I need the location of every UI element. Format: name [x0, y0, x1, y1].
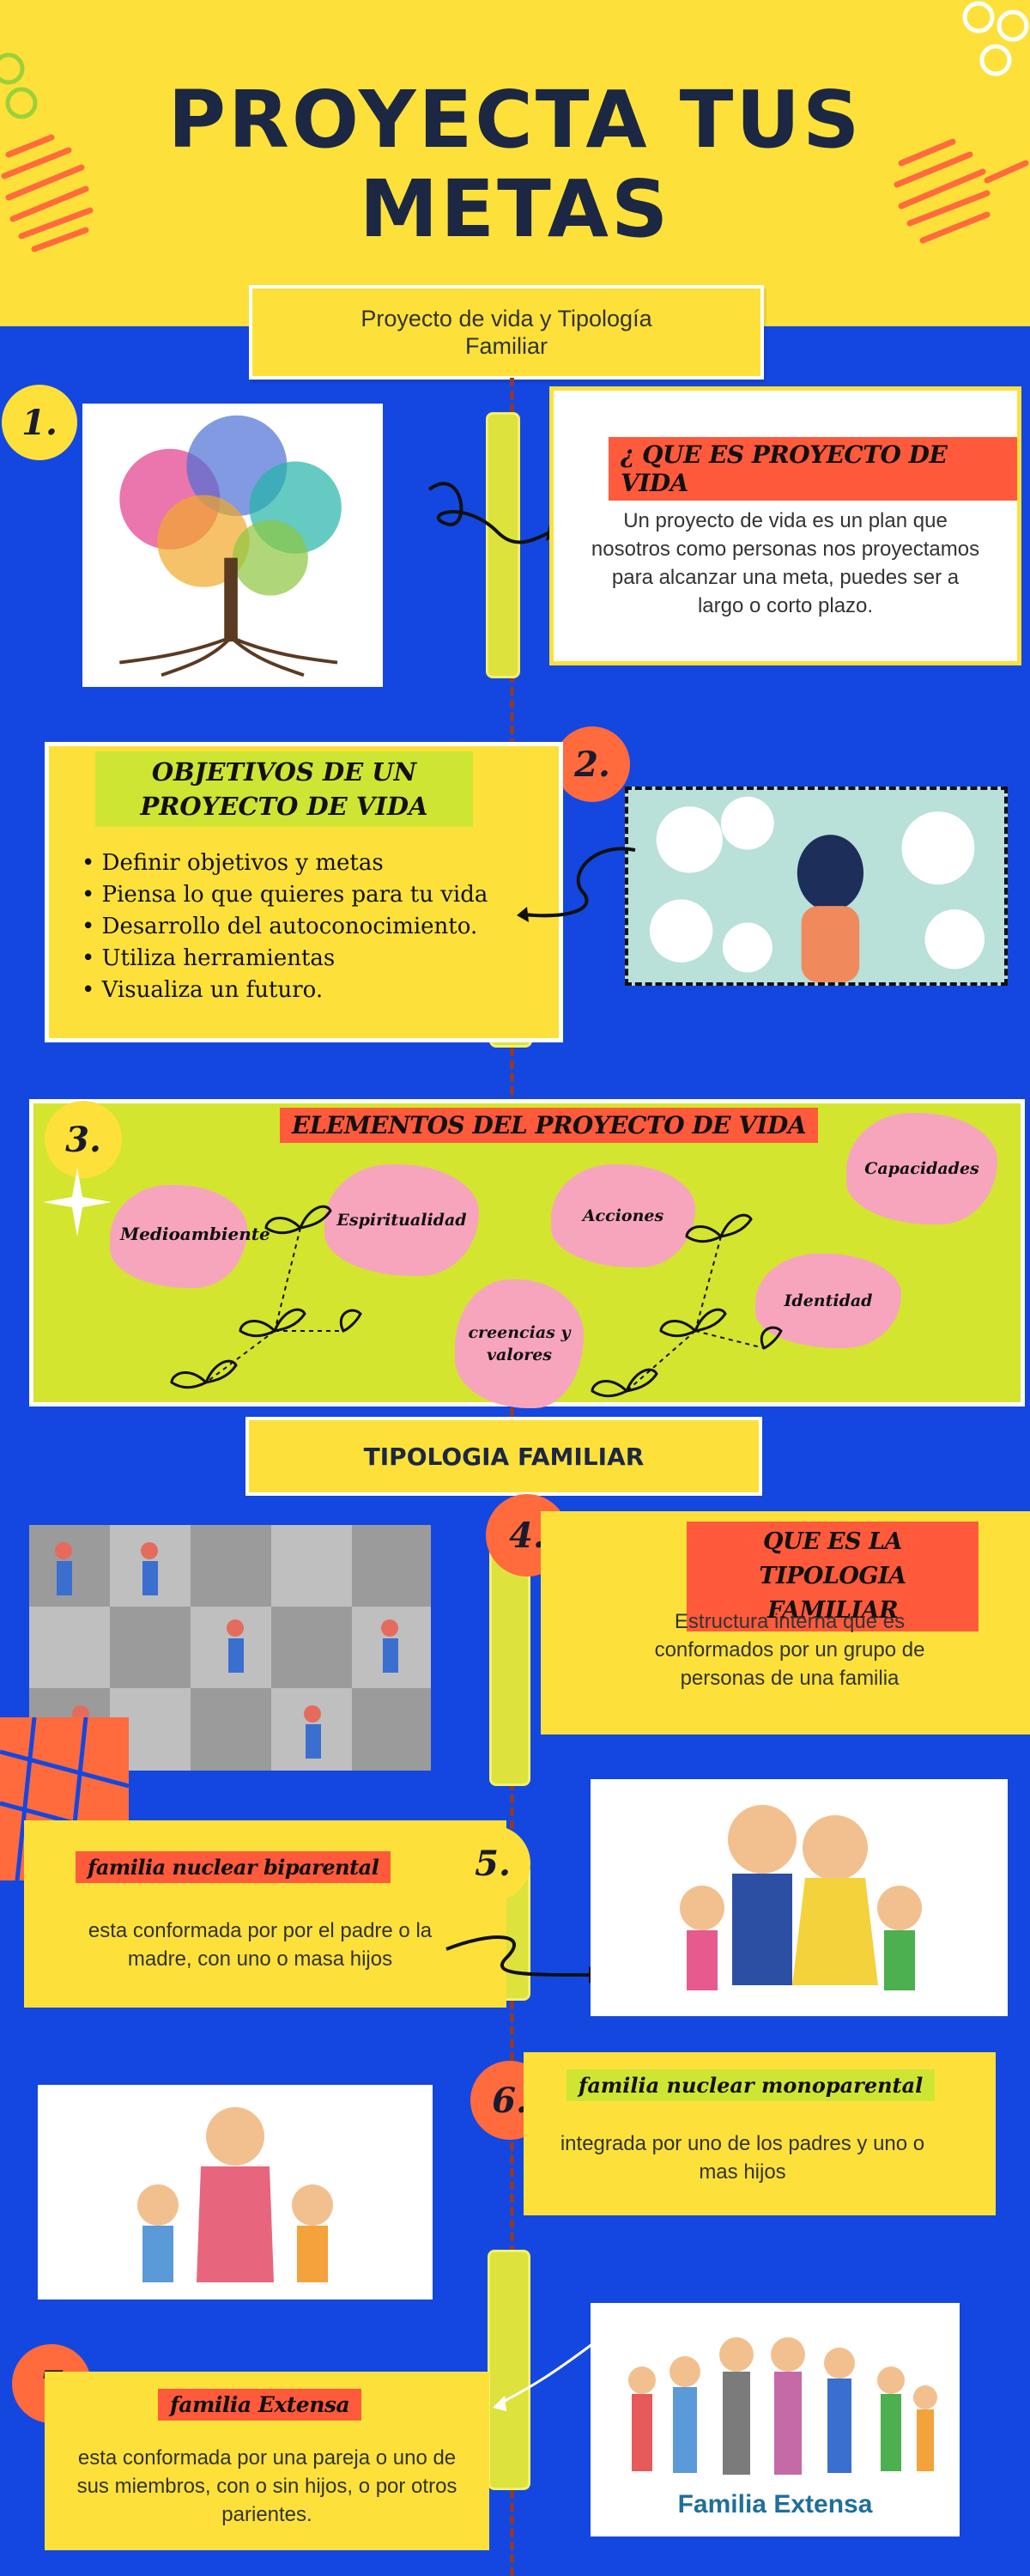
decorative-circles-left-icon	[0, 52, 38, 119]
section-5-body: esta conformada por por el padre o la ma…	[88, 1919, 433, 1971]
section-2-card: OBJETIVOS DE UN PROYECTO DE VIDA Definir…	[45, 742, 563, 1042]
list-item: Visualiza un futuro.	[82, 975, 488, 1006]
element-espiritualidad: Espiritualidad	[324, 1164, 479, 1276]
section-5-title: familia nuclear biparental	[76, 1851, 391, 1883]
biparental-family-image	[591, 1779, 1008, 2016]
section-6-title: familia nuclear monoparental	[566, 2069, 936, 2101]
curl-arrow-2-icon	[517, 847, 636, 922]
section-7-card: familia Extensa esta conformada por una …	[45, 2372, 489, 2550]
section-4-title: QUE ES LA TIPOLOGIA FAMILIAR	[687, 1522, 978, 1631]
leaf-network-icon	[170, 1205, 783, 1398]
curl-arrow-7-icon	[493, 2342, 593, 2411]
section-2-title: OBJETIVOS DE UN PROYECTO DE VIDA	[95, 751, 473, 827]
woman-thinking-image	[625, 787, 1008, 986]
header-band	[0, 0, 1030, 326]
section-7-body: esta conformada por una pareja o uno de …	[76, 2446, 457, 2526]
section-6-body: integrada por uno de los padres y uno o …	[560, 2132, 925, 2184]
decorative-scribble-left-icon	[1, 134, 94, 252]
sparkle-icon	[43, 1168, 112, 1236]
subtitle-box: Proyecto de vida y Tipología Familiar	[249, 285, 764, 380]
section-1-body: Un proyecto de vida es un plan que nosot…	[591, 509, 980, 617]
page-title: PROYECTA TUS METAS	[167, 74, 863, 255]
section-2-list: Definir objetivos y metas Piensa lo que …	[82, 848, 488, 1006]
extended-family-image: Familia Extensa	[591, 2303, 960, 2537]
extended-family-caption: Familia Extensa	[677, 2490, 873, 2518]
section-5-number: 5.	[455, 1826, 530, 1901]
list-item: Definir objetivos y metas	[82, 848, 488, 879]
tipologia-heading: TIPOLOGIA FAMILIAR	[245, 1417, 762, 1496]
section-1-number: 1.	[2, 385, 77, 460]
section-3-title: ELEMENTOS DEL PROYECTO DE VIDA	[280, 1108, 819, 1143]
section-1-card: ¿ QUE ES PROYECTO DE VIDA Un proyecto de…	[549, 386, 1021, 665]
list-item: Piensa lo que quieres para tu vida	[82, 879, 488, 911]
section-6-card: familia nuclear monoparental integrada p…	[524, 2052, 996, 2215]
section-5-card: familia nuclear biparental esta conforma…	[24, 1820, 506, 2008]
section-4-body: Estructura interna que es conformados po…	[654, 1610, 925, 1690]
element-medioambiente: Medioambiente	[120, 1224, 270, 1244]
section-7-title: familia Extensa	[158, 2389, 362, 2421]
monoparental-family-image	[38, 2085, 433, 2300]
timeline-bar-6	[488, 2250, 530, 2490]
element-identidad: Identidad	[755, 1254, 901, 1348]
curl-arrow-5-icon	[445, 1935, 601, 1984]
element-creencias: creencias y valores	[455, 1279, 584, 1408]
subtitle: Proyecto de vida y Tipología Familiar	[360, 306, 652, 359]
element-blob	[110, 1185, 247, 1288]
section-4-card: QUE ES LA TIPOLOGIA FAMILIAR Estructura …	[541, 1511, 1030, 1735]
tree-image	[82, 404, 383, 687]
list-item: Utiliza herramientas	[82, 943, 488, 975]
decorative-circles-icon	[962, 1, 1029, 76]
element-capacidades: Capacidades	[846, 1113, 997, 1224]
list-item: Desarrollo del autoconocimiento.	[82, 911, 488, 943]
timeline-bar-1	[486, 412, 520, 678]
section-1-title: ¿ QUE ES PROYECTO DE VIDA	[609, 437, 1017, 501]
element-acciones: Acciones	[551, 1164, 695, 1267]
decorative-scribble-right-icon	[894, 138, 1029, 244]
section-3-number: 3.	[45, 1101, 122, 1178]
section-2-number: 2.	[554, 726, 630, 802]
curl-arrow-1-icon	[427, 482, 558, 544]
